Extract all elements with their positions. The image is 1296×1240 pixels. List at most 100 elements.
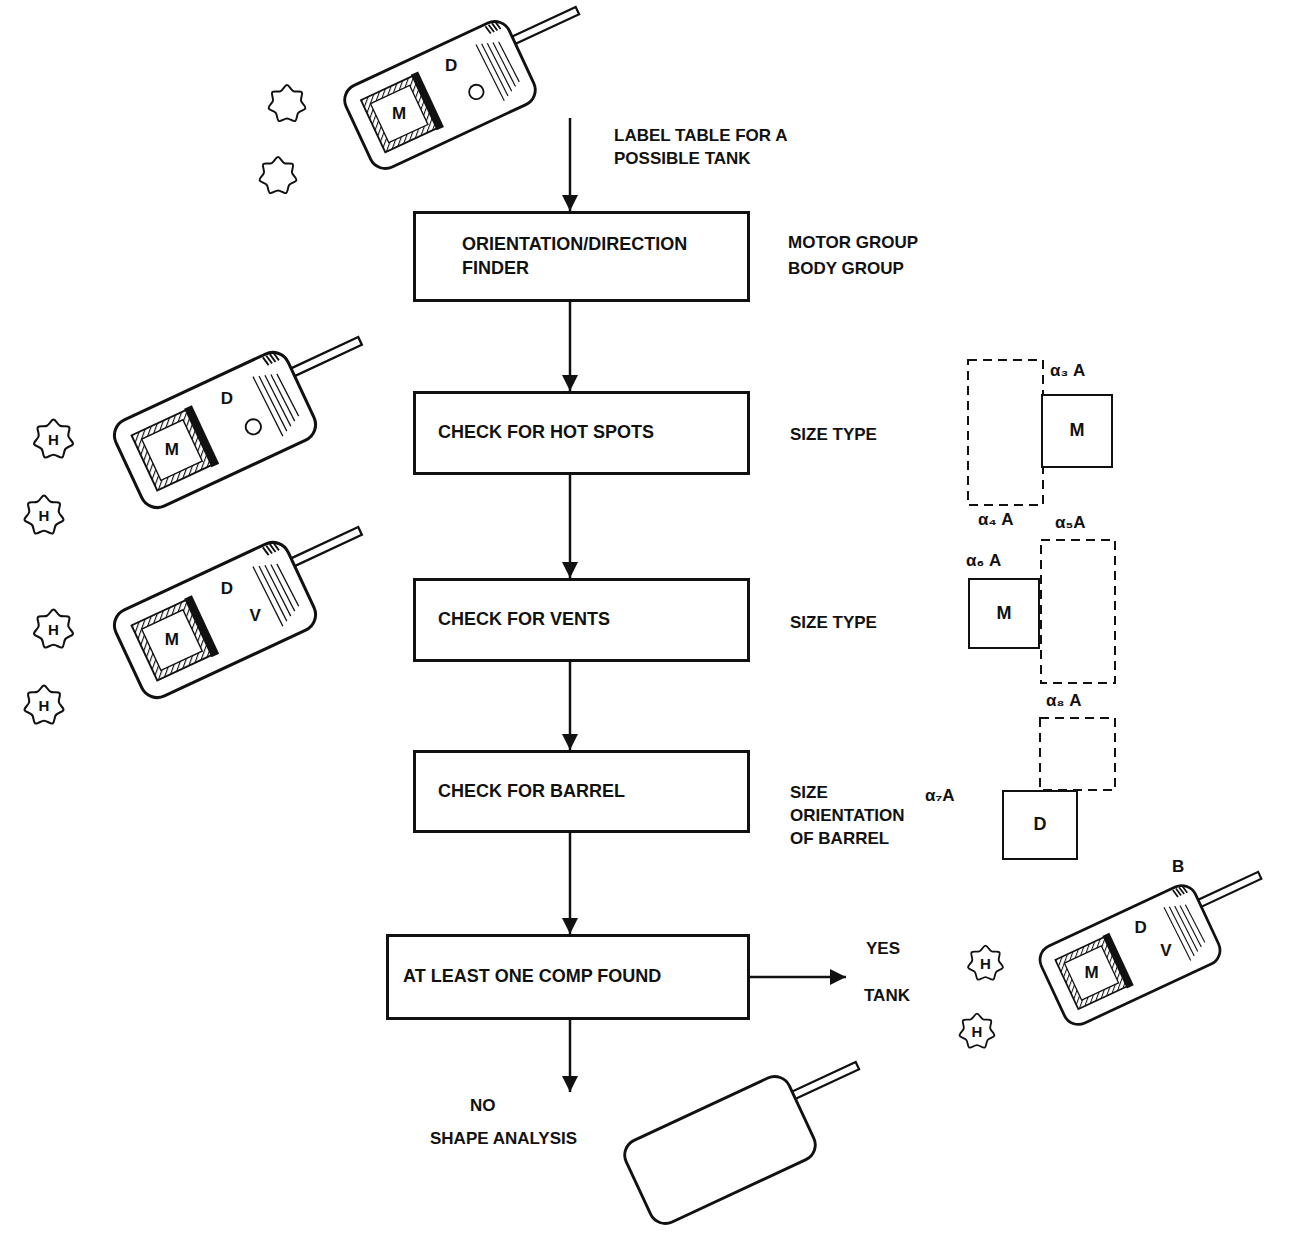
hull-hatch [1182, 885, 1187, 893]
tank-body [619, 1071, 820, 1229]
flow-arrow [569, 118, 572, 211]
tank-barrel [1194, 872, 1261, 909]
component-box: D [1002, 790, 1078, 860]
exhaust-cloud [34, 610, 73, 648]
annotation-label: MOTOR GROUP [788, 232, 918, 255]
process-box: CHECK FOR HOT SPOTS [413, 391, 750, 475]
tank-illustration [1035, 853, 1285, 1030]
tank-barrel [287, 527, 362, 568]
exhaust-cloud [34, 420, 73, 458]
node-text: M [997, 602, 1012, 625]
annotation-label: SHAPE ANALYSIS [430, 1128, 577, 1151]
annotation-label: α₈ A [1046, 690, 1081, 713]
engine-divider [184, 595, 219, 657]
annotation-label: α₄ A [978, 509, 1014, 532]
tank-illustration [619, 1042, 884, 1229]
hull-hatch [271, 374, 295, 422]
cloud-letter: H [978, 955, 993, 972]
hull-hatch [493, 42, 516, 88]
cloud-letter: H [37, 507, 52, 524]
hull-hatch [259, 565, 287, 622]
tank-illustration [109, 505, 389, 703]
node-text: ORIENTATION/DIRECTION FINDER [462, 233, 733, 280]
node-text: D [1034, 813, 1047, 836]
engine-block [361, 76, 438, 153]
annotation-label: α₅A [1055, 512, 1086, 535]
node-text: CHECK FOR BARREL [438, 780, 733, 803]
process-box: CHECK FOR BARREL [413, 750, 750, 833]
part-letter: D [443, 57, 459, 76]
hull-hatch [273, 352, 279, 361]
part-letter: M [163, 631, 181, 650]
exhaust-cloud [260, 157, 297, 193]
tank-barrel [788, 1062, 859, 1101]
cloud-letter: H [46, 431, 61, 448]
tank-barrel [287, 337, 362, 378]
process-box: ORIENTATION/DIRECTION FINDER [413, 211, 750, 302]
annotation-label: α₇A [925, 785, 955, 808]
annotation-label: NO [470, 1095, 496, 1118]
flow-arrow [569, 475, 572, 578]
engine-inner [371, 85, 428, 142]
annotation-label: TANK [864, 985, 910, 1008]
hot-spot [467, 82, 486, 101]
decision-box: AT LEAST ONE COMP FOUND [386, 934, 750, 1020]
part-letter: M [163, 441, 181, 460]
annotation-label: α₆ A [966, 550, 1001, 573]
exhaust-cloud [968, 946, 1003, 980]
hull-hatch [487, 42, 511, 92]
flow-arrow [569, 833, 572, 934]
node-text: M [1070, 419, 1085, 442]
hull-hatch [265, 564, 291, 616]
hull-hatch [259, 375, 287, 432]
hull-hatch [265, 374, 291, 426]
illustrations [25, 0, 1286, 1229]
annotation-label: SIZE ORIENTATION OF BARREL [790, 782, 915, 851]
hull-hatch [1185, 904, 1205, 943]
engine-divider [184, 405, 219, 467]
hull-hatch [1175, 905, 1198, 952]
dashed-region [1041, 540, 1115, 683]
node-text: CHECK FOR HOT SPOTS [438, 421, 733, 444]
hull-hatch [271, 564, 295, 612]
component-box: M [968, 578, 1040, 649]
tank-body [1035, 881, 1225, 1030]
engine-block [132, 410, 213, 491]
engine-inner [142, 610, 203, 671]
engine-inner [142, 420, 203, 481]
tank-illustration [339, 0, 604, 174]
annotation-label: BODY GROUP [788, 258, 904, 281]
part-letter: M [390, 105, 408, 124]
exhaust-cloud [25, 496, 64, 534]
hull-hatch [499, 41, 520, 83]
hull-hatch [482, 43, 508, 97]
flow-arrow [750, 976, 846, 979]
cloud-letter: H [970, 1023, 985, 1040]
annotation-label: YES [866, 938, 900, 961]
hull-hatch [1180, 905, 1201, 948]
tank-body [109, 347, 321, 513]
engine-divider [411, 71, 444, 130]
hot-spot [243, 417, 263, 437]
hull-hatch [495, 21, 500, 30]
flow-arrow [569, 1020, 572, 1092]
tank-body [109, 537, 321, 703]
engine-block [132, 600, 213, 681]
annotation-label: α₃ A [1050, 360, 1085, 383]
hull-hatch [277, 563, 299, 607]
node-text: AT LEAST ONE COMP FOUND [403, 965, 733, 988]
flow-arrow [569, 662, 572, 750]
part-letter: D [1132, 918, 1148, 937]
annotation-label: SIZE TYPE [790, 424, 877, 447]
cloud-letter: H [37, 697, 52, 714]
exhaust-cloud [960, 1014, 995, 1048]
hull-hatch [277, 373, 299, 417]
process-box: CHECK FOR VENTS [413, 578, 750, 662]
hull-hatch [273, 542, 279, 551]
part-letter: M [1082, 964, 1100, 983]
engine-inner [1064, 946, 1118, 1000]
component-box: M [1041, 394, 1113, 468]
tank-illustration [109, 315, 389, 513]
